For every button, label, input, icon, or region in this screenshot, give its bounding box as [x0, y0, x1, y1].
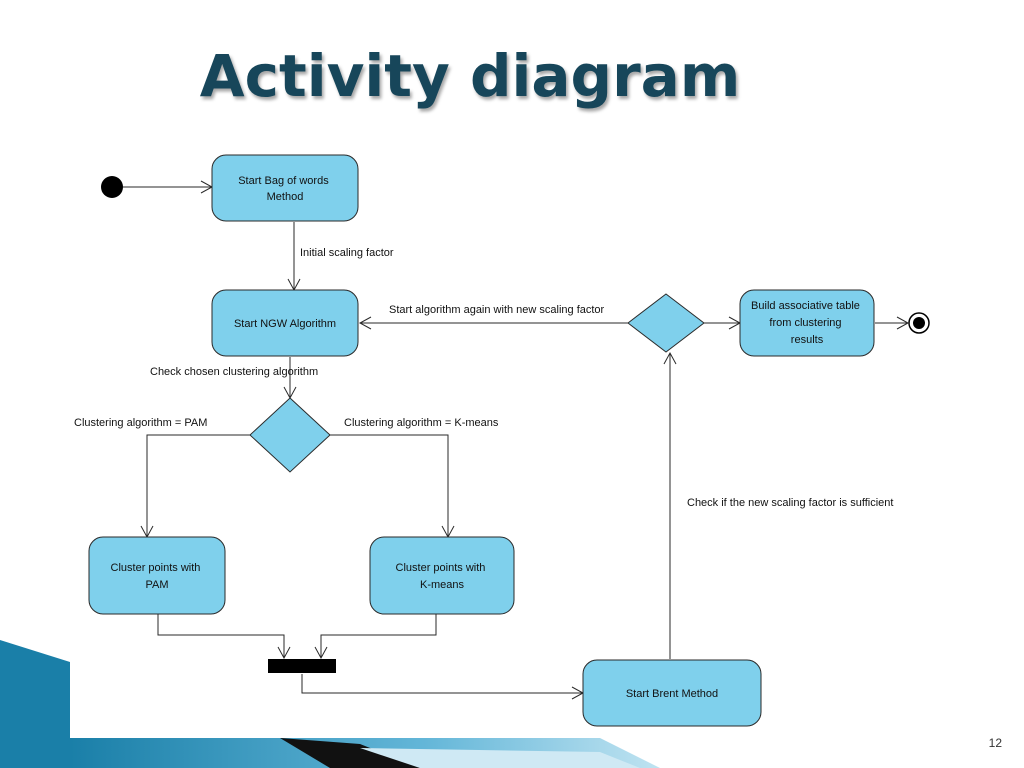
label-check-sufficient: Check if the new scaling factor is suffi…: [687, 497, 893, 509]
node-cluster-kmeans-line-1: Cluster points with: [396, 562, 486, 574]
edge-pam-to-join: [157, 614, 285, 658]
svg-text:Cluster points with K-me: Cluster points with K-means: [396, 562, 489, 591]
node-cluster-pam-line-1: Cluster points with: [111, 562, 201, 574]
edge-join-to-brent: [301, 674, 583, 694]
page-number: 12: [988, 736, 1002, 750]
svg-text:Start NGW Algorithm: Start NGW Algorithm: [234, 318, 336, 330]
join-bar: [268, 659, 336, 673]
decision-clustering-algorithm: [249, 397, 331, 473]
decorative-ribbon: [0, 640, 660, 768]
final-node: [908, 312, 930, 334]
decision-scaling-sufficient: [627, 293, 705, 353]
node-start-bag-line-2: Method: [267, 191, 304, 203]
slide-title: Activity diagram: [199, 42, 741, 110]
edge-decision-to-pam: [146, 434, 250, 537]
node-start-bag: Start Bag of words Method: [211, 154, 359, 222]
edge-kmeans-to-join: [320, 614, 437, 658]
node-build-table: Build associative table from clustering …: [739, 289, 875, 357]
initial-node: [101, 176, 123, 198]
node-start-ngw-line-1: Start NGW Algorithm: [234, 318, 336, 330]
svg-text:Start Bag of words Metho: Start Bag of words Method: [238, 175, 332, 203]
node-cluster-kmeans: Cluster points with K-means: [369, 536, 515, 615]
edge-decision-to-kmeans: [330, 434, 449, 537]
node-cluster-kmeans-line-2: K-means: [420, 579, 465, 591]
label-start-again: Start algorithm again with new scaling f…: [389, 304, 605, 316]
label-algo-kmeans: Clustering algorithm = K-means: [344, 417, 499, 429]
node-start-brent-line-1: Start Brent Method: [626, 688, 718, 700]
edges: [123, 180, 910, 700]
node-cluster-pam-line-2: PAM: [145, 579, 168, 591]
label-algo-pam: Clustering algorithm = PAM: [74, 417, 207, 429]
node-build-table-line-1: Build associative table: [751, 300, 860, 312]
node-build-table-line-2: from clustering: [769, 317, 841, 329]
node-build-table-line-3: results: [791, 334, 824, 346]
svg-text:Cluster points with PAM: Cluster points with PAM: [111, 562, 204, 591]
node-cluster-pam: Cluster points with PAM: [88, 536, 226, 615]
node-start-ngw: Start NGW Algorithm: [211, 289, 359, 357]
label-check-chosen: Check chosen clustering algorithm: [150, 366, 318, 378]
node-start-brent: Start Brent Method: [582, 659, 762, 727]
svg-text:Build associative table: Build associative table from clustering …: [751, 300, 863, 346]
svg-text:Start Brent Method: Start Brent Method: [626, 688, 718, 700]
node-start-bag-line-1: Start Bag of words: [238, 175, 329, 187]
label-initial-scaling: Initial scaling factor: [300, 247, 394, 259]
